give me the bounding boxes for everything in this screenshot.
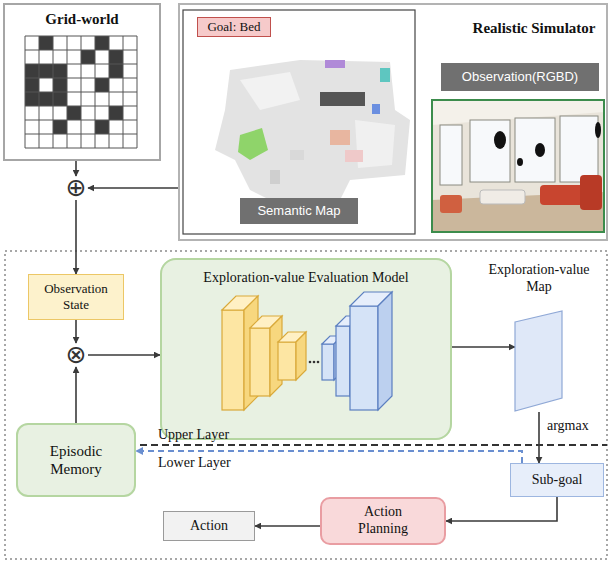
- product-operator: ⊗: [64, 343, 88, 367]
- dark-label-box: Observation(RGBD): [441, 63, 599, 91]
- process-box: Observation State: [28, 274, 124, 320]
- node-label: ⊗: [66, 343, 87, 367]
- connector-arrow: [75, 320, 77, 343]
- goal-tag: Goal: Bed: [197, 17, 271, 37]
- connector-arrow: [75, 161, 77, 176]
- cnn-illustration: [222, 292, 392, 410]
- grid-world-illustration: [25, 36, 137, 148]
- connector-arrow: [75, 367, 77, 423]
- layer-label: Lower Layer: [158, 455, 231, 472]
- sum-operator: ⊕: [64, 176, 88, 200]
- connector-arrow: [88, 354, 160, 356]
- model-background: [160, 258, 452, 440]
- connector-arrow: [75, 200, 77, 274]
- connector-arrow: [452, 346, 515, 348]
- model-box: Exploration-value Evaluation Model: [160, 258, 452, 440]
- node-label: ⊕: [66, 176, 87, 200]
- node-label: Semantic Map: [257, 203, 340, 219]
- node-label: Exploration-value Map: [478, 262, 600, 296]
- process-box: Sub-goal: [510, 463, 604, 497]
- connector-arrow: [446, 497, 557, 521]
- layer-label: Upper Layer: [158, 427, 229, 444]
- value-map: Exploration-value Map: [478, 262, 600, 414]
- node-label: Exploration-value Evaluation Model: [203, 270, 408, 287]
- value-map-shape: [514, 310, 564, 412]
- panel-box: Grid-world: [3, 3, 161, 161]
- dark-label-box: Semantic Map: [240, 198, 358, 224]
- connector-arrow: [88, 187, 178, 189]
- node-label: Realistic Simulator: [462, 19, 606, 37]
- node-label: Grid-world: [45, 10, 118, 28]
- region-outline: [5, 251, 607, 559]
- semantic-map-illustration: [183, 10, 415, 234]
- connector-arrow: [538, 412, 540, 463]
- rgb-observation-image: [432, 100, 604, 232]
- process-box: Action Planning: [320, 497, 446, 545]
- node-label: Episodic Memory: [26, 442, 126, 478]
- node-label: Sub-goal: [532, 472, 583, 489]
- node-label: Observation State: [35, 281, 117, 312]
- output-box: Action: [163, 511, 255, 541]
- memory-box: Episodic Memory: [16, 423, 136, 497]
- node-label: Observation(RGBD): [462, 69, 578, 85]
- node-label: Goal: Bed: [207, 19, 260, 35]
- node-label: Action Planning: [350, 504, 416, 538]
- connector-arrow: [255, 525, 320, 527]
- layer-divider: [140, 444, 607, 446]
- edge-label: argmax: [546, 418, 590, 435]
- node-label: Action: [190, 518, 228, 535]
- panel-box: Realistic Simulator Goal: BedSemantic Map…: [178, 3, 608, 241]
